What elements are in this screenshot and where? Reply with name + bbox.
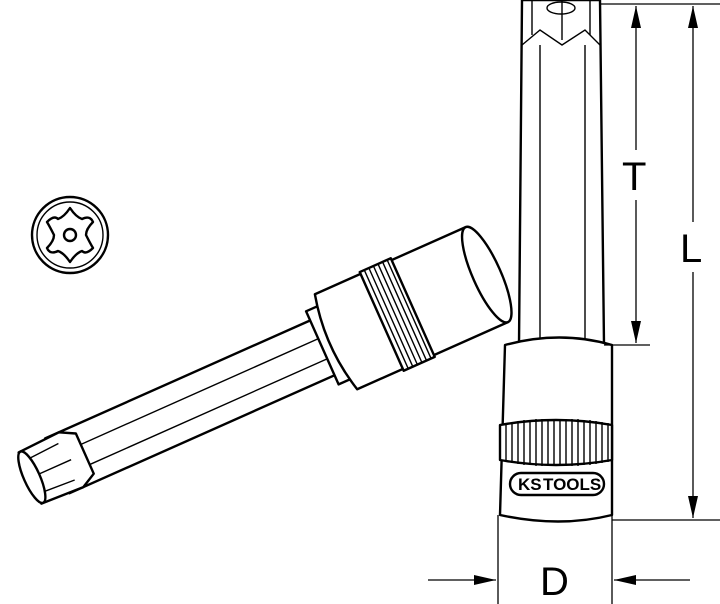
dimension-d-label: D [540, 560, 569, 604]
ks-tools-logo: KS TOOLS [508, 471, 606, 497]
svg-text:KS: KS [518, 475, 542, 494]
vertical-socket-bit: KS TOOLS [498, 0, 614, 523]
svg-text:TOOLS: TOOLS [543, 475, 601, 494]
dimension-t-label: T [622, 155, 646, 199]
angled-socket-bit [17, 225, 513, 505]
dimension-l-label: L [680, 227, 702, 271]
torx-profile-icon [30, 195, 110, 275]
